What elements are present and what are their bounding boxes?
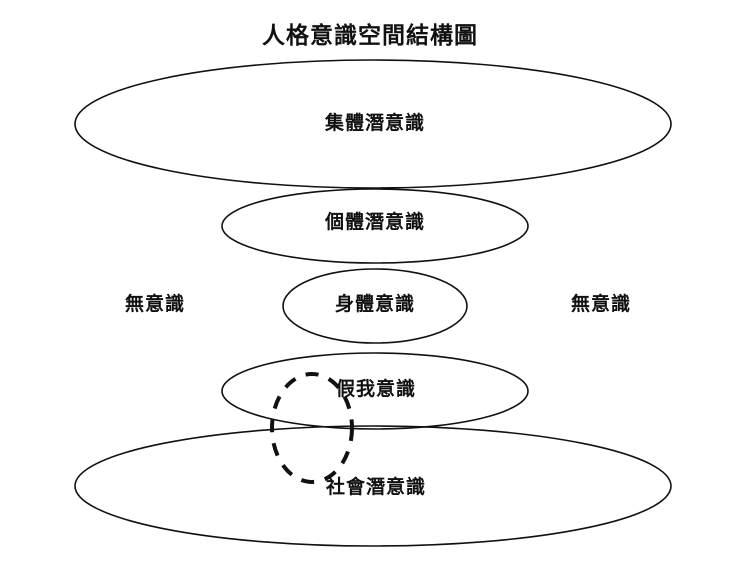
label-individual-unconscious: 個體潛意識 [324, 210, 425, 233]
ellipse-individual-unconscious [221, 188, 529, 264]
ellipse-social-unconscious [74, 425, 672, 547]
side-label-left-unconscious: 無意識 [125, 292, 185, 315]
label-body-consciousness: 身體意識 [335, 292, 415, 315]
dashed-boundary-circle [270, 372, 354, 484]
label-false-self-consciousness: 假我意識 [336, 377, 416, 400]
ellipse-collective-unconscious [74, 59, 672, 189]
page-title: 人格意識空間結構圖 [262, 22, 478, 48]
side-label-right-unconscious: 無意識 [571, 292, 631, 315]
label-social-unconscious: 社會潛意識 [325, 475, 426, 498]
label-collective-unconscious: 集體潛意識 [324, 111, 425, 134]
ellipse-false-self-consciousness [221, 352, 529, 430]
ellipse-body-consciousness [282, 268, 468, 344]
